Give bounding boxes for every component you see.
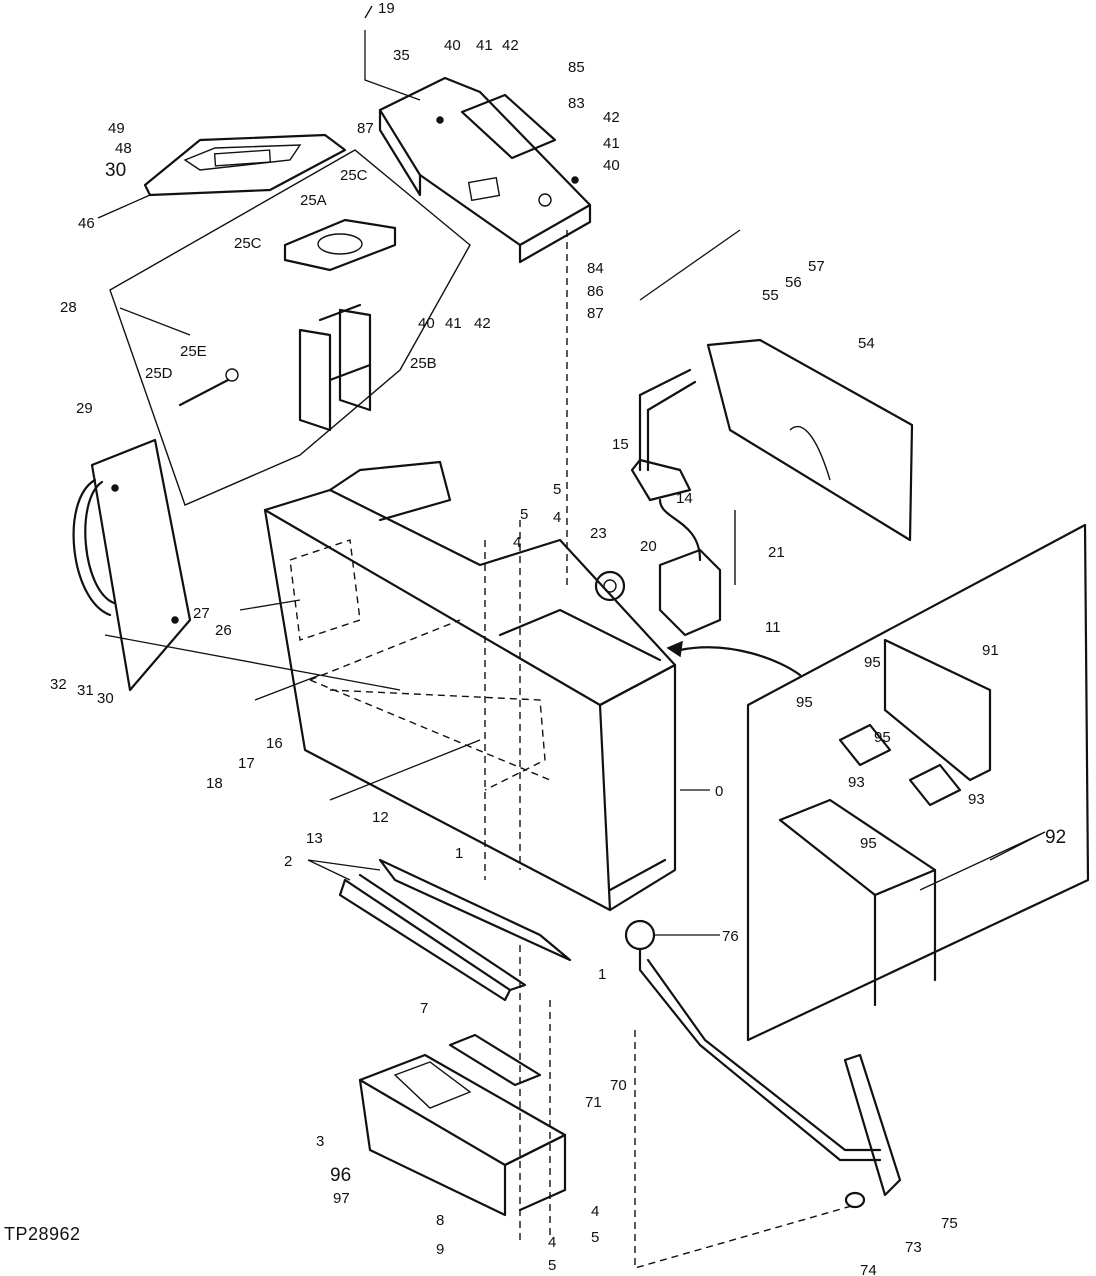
- callout-95: 95: [860, 835, 877, 852]
- callout-31: 31: [77, 682, 94, 699]
- callout-41: 41: [476, 37, 493, 54]
- callout-14: 14: [676, 490, 693, 507]
- callout-16: 16: [266, 735, 283, 752]
- mounting-rails-2: [338, 858, 572, 1002]
- callout-91: 91: [982, 642, 999, 659]
- callout-74: 74: [860, 1262, 877, 1276]
- callout-23: 23: [590, 525, 607, 542]
- callout-12: 12: [372, 809, 389, 826]
- callout-93: 93: [968, 791, 985, 808]
- callout-96: 96: [330, 1165, 351, 1186]
- callout-41: 41: [603, 135, 620, 152]
- callout-35: 35: [393, 47, 410, 64]
- callout-28: 28: [60, 299, 77, 316]
- callout-56: 56: [785, 274, 802, 291]
- callout-75: 75: [941, 1215, 958, 1232]
- callout-42: 42: [603, 109, 620, 126]
- callout-84: 84: [587, 260, 604, 277]
- callout-32: 32: [50, 676, 67, 693]
- shift-lever-assembly: [594, 458, 736, 637]
- callout-95: 95: [796, 694, 813, 711]
- callout-87: 87: [357, 120, 374, 137]
- callout-71: 71: [585, 1094, 602, 1111]
- callout-8: 8: [436, 1212, 444, 1229]
- callout-48: 48: [115, 140, 132, 157]
- callout-73: 73: [905, 1239, 922, 1256]
- callout-0: 0: [715, 783, 723, 800]
- callout-25C: 25C: [340, 167, 368, 184]
- callout-97: 97: [333, 1190, 350, 1207]
- callout-9: 9: [436, 1241, 444, 1258]
- callout-1: 1: [455, 845, 463, 862]
- callout-3: 3: [316, 1133, 324, 1150]
- callout-25B: 25B: [410, 355, 437, 372]
- callout-4: 4: [591, 1203, 599, 1220]
- callout-19: 19: [378, 0, 395, 17]
- assembly-center-lines: [484, 230, 856, 1269]
- group-outline-28: [109, 149, 471, 506]
- callout-labels: 19 35 40 41 42 85 87 83 42 41 40 49 48 3…: [50, 0, 1066, 1276]
- callout-40: 40: [418, 315, 435, 332]
- callout-17: 17: [238, 755, 255, 772]
- callout-2: 2: [284, 853, 292, 870]
- callout-95: 95: [874, 729, 891, 746]
- callout-42: 42: [474, 315, 491, 332]
- callout-46: 46: [78, 215, 95, 232]
- callout-5: 5: [553, 481, 561, 498]
- reference-code: TP28962: [4, 1224, 81, 1244]
- callout-49: 49: [108, 120, 125, 137]
- callout-86: 86: [587, 283, 604, 300]
- callout-27: 27: [193, 605, 210, 622]
- callout-5: 5: [591, 1229, 599, 1246]
- console-body-0: [263, 460, 677, 912]
- callout-83: 83: [568, 95, 585, 112]
- control-plate-assembly: [378, 76, 592, 264]
- callout-4: 4: [553, 509, 561, 526]
- callout-29: 29: [76, 400, 93, 417]
- callout-95: 95: [864, 654, 881, 671]
- callout-7: 7: [420, 1000, 428, 1017]
- callout-4: 4: [548, 1234, 556, 1251]
- callout-25D: 25D: [145, 365, 173, 382]
- callout-41: 41: [445, 315, 462, 332]
- callout-54: 54: [858, 335, 875, 352]
- callout-5: 5: [548, 1257, 556, 1274]
- inset-detail: [666, 523, 1090, 1042]
- bracket-assembly-25: [178, 218, 397, 432]
- callout-25C: 25C: [234, 235, 262, 252]
- upper-cover-plate: [143, 133, 347, 197]
- callout-20: 20: [640, 538, 657, 555]
- callout-1: 1: [598, 966, 606, 983]
- callout-30: 30: [105, 160, 126, 181]
- callout-15: 15: [612, 436, 629, 453]
- callout-76: 76: [722, 928, 739, 945]
- callout-92: 92: [1045, 827, 1066, 848]
- callout-4: 4: [513, 534, 521, 551]
- callout-30: 30: [97, 690, 114, 707]
- control-lever-76: [624, 919, 902, 1209]
- callout-42: 42: [502, 37, 519, 54]
- callout-87: 87: [587, 305, 604, 322]
- callout-11: 11: [765, 619, 781, 636]
- bottom-bracket-3: [358, 1033, 567, 1217]
- callout-93: 93: [848, 774, 865, 791]
- side-panel-29: [72, 438, 192, 692]
- callout-40: 40: [444, 37, 461, 54]
- callout-55: 55: [762, 287, 779, 304]
- callout-25E: 25E: [180, 343, 207, 360]
- callout-25A: 25A: [300, 192, 327, 209]
- callout-70: 70: [610, 1077, 627, 1094]
- callout-57: 57: [808, 258, 825, 275]
- callout-21: 21: [768, 544, 785, 561]
- callout-40: 40: [603, 157, 620, 174]
- callout-13: 13: [306, 830, 323, 847]
- leader-lines: [97, 5, 1046, 936]
- callout-18: 18: [206, 775, 223, 792]
- callout-5: 5: [520, 506, 528, 523]
- callout-85: 85: [568, 59, 585, 76]
- callout-26: 26: [215, 622, 232, 639]
- right-cover-54: [638, 338, 914, 542]
